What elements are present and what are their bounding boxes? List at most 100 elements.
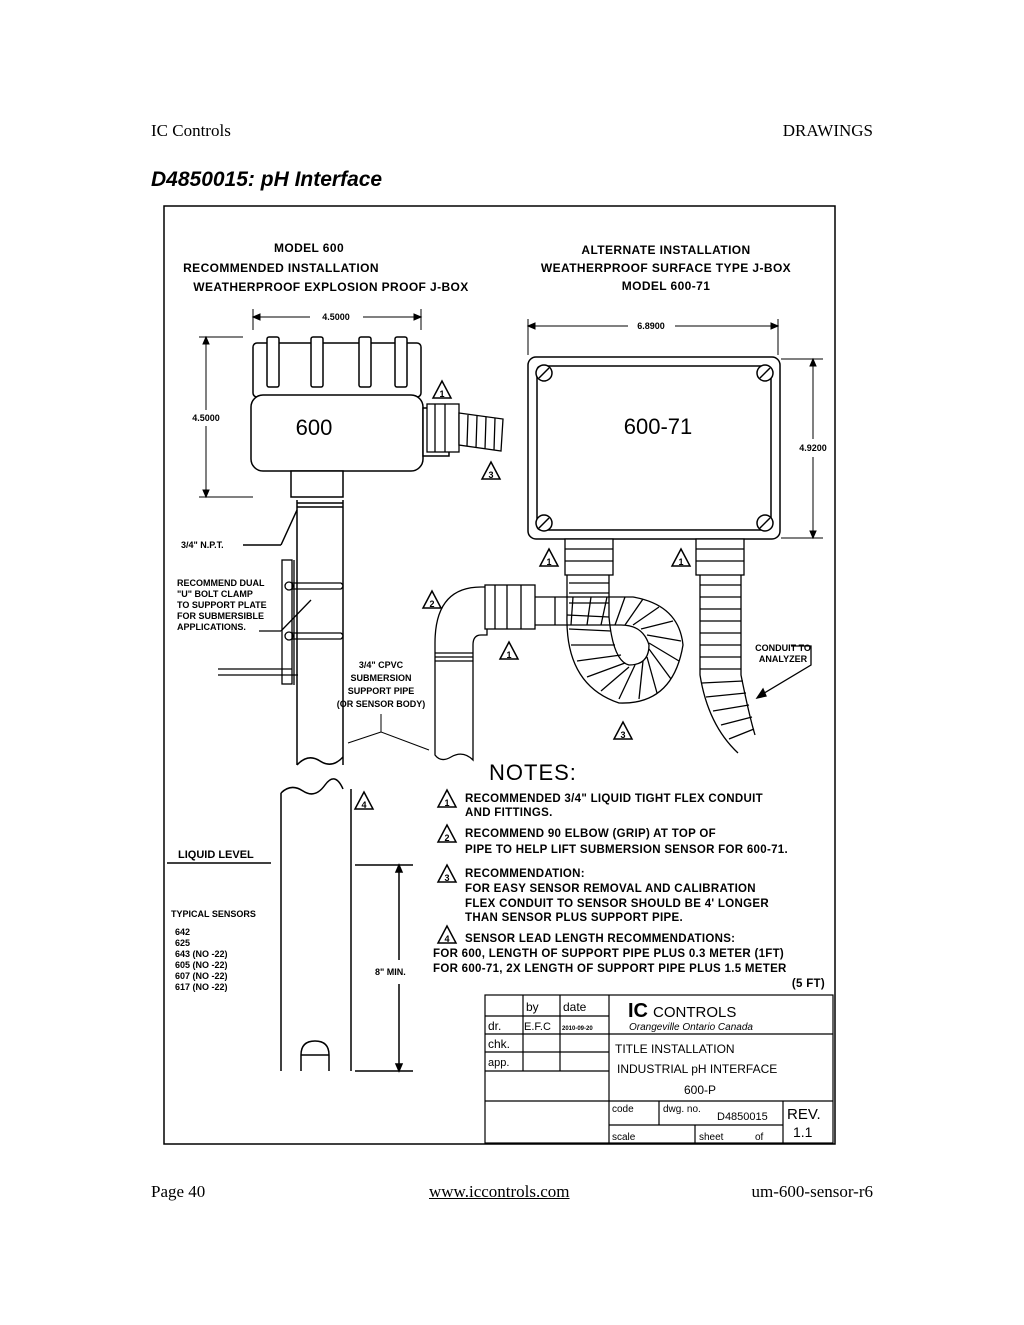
tb-dr-date: 2010-09-20	[562, 1026, 593, 1032]
dim-width-600-71: 6.8900	[637, 321, 665, 331]
note-4-line-4: (5 FT)	[792, 978, 825, 990]
document-id: um-600-sensor-r6	[751, 1182, 873, 1201]
left-heading-3: WEATHERPROOF EXPLOSION PROOF J-BOX	[193, 280, 468, 294]
note-2-line-2: PIPE TO HELP LIFT SUBMERSION SENSOR FOR …	[465, 844, 788, 856]
note-4-marker: 4	[444, 934, 449, 944]
note-4-line-3: FOR 600-71, 2X LENGTH OF SUPPORT PIPE PL…	[433, 963, 787, 975]
marker-4-sensor: 4	[361, 800, 366, 810]
tb-chk-label: chk.	[488, 1037, 510, 1051]
tb-rev-value: 1.1	[793, 1124, 813, 1140]
tb-title-line-3: 600-P	[684, 1083, 716, 1097]
sensor-pipe-lower	[167, 778, 413, 1073]
box-label-600: 600	[296, 415, 333, 440]
pipe-note-2: SUBMERSION	[350, 673, 411, 683]
right-heading-3: MODEL 600-71	[622, 279, 711, 293]
marker-1-elbow: 1	[506, 650, 511, 660]
sensor-2: 625	[175, 938, 190, 948]
dimension-600	[199, 309, 423, 499]
marker-1-left: 1	[546, 557, 551, 567]
min-depth-label: 8" MIN.	[375, 967, 406, 977]
pipe-note-3: SUPPORT PIPE	[348, 686, 415, 696]
u-bolt-clamp	[218, 559, 344, 685]
right-heading-1: ALTERNATE INSTALLATION	[581, 243, 750, 257]
typical-sensors-title: TYPICAL SENSORS	[171, 909, 256, 919]
jbox-600	[250, 336, 450, 498]
right-heading-2: WEATHERPROOF SURFACE TYPE J-BOX	[541, 261, 791, 275]
sensor-4: 605 (NO -22)	[175, 960, 228, 970]
marker-3-coil: 3	[620, 730, 625, 740]
elbow-fitting	[434, 584, 536, 762]
sensor-5: 607 (NO -22)	[175, 971, 228, 981]
marker-3-600: 3	[488, 470, 493, 480]
drawing-border	[163, 205, 836, 1145]
note-3-marker: 3	[444, 873, 449, 883]
note-4-line-2: FOR 600, LENGTH OF SUPPORT PIPE PLUS 0.3…	[433, 948, 784, 960]
pipe-note-1: 3/4" CPVC	[359, 660, 404, 670]
clamp-note-2: "U" BOLT CLAMP	[177, 589, 253, 599]
note-2-line-1: RECOMMEND 90 ELBOW (GRIP) AT TOP OF	[465, 828, 716, 840]
note-3-line-3: FLEX CONDUIT TO SENSOR SHOULD BE 4' LONG…	[465, 898, 769, 910]
note-1-line-2: AND FITTINGS.	[465, 807, 553, 819]
clamp-note-4: FOR SUBMERSIBLE	[177, 611, 264, 621]
sensor-1: 642	[175, 927, 190, 937]
note-1-marker: 1	[444, 798, 449, 808]
website-link[interactable]: www.iccontrols.com	[429, 1182, 570, 1201]
liquid-level-label: LIQUID LEVEL	[178, 849, 254, 861]
left-heading-1: MODEL 600	[274, 241, 344, 255]
tb-by-header: by	[526, 1000, 539, 1014]
tb-title-line-1: TITLE INSTALLATION	[615, 1042, 735, 1056]
coiled-conduit	[535, 575, 684, 704]
title-block	[484, 994, 834, 1144]
marker-1-600: 1	[439, 389, 444, 399]
note-4-line-1: SENSOR LEAD LENGTH RECOMMENDATIONS:	[465, 933, 735, 945]
company-location: Orangeville Ontario Canada	[629, 1022, 753, 1033]
dimension-600-71	[526, 319, 823, 540]
dim-width-600: 4.5000	[322, 312, 350, 322]
tb-dr-label: dr.	[488, 1019, 501, 1033]
note-3-line-4: THAN SENSOR PLUS SUPPORT PIPE.	[465, 912, 683, 924]
tb-sheet-label: sheet	[699, 1132, 724, 1143]
note-3-line-1: RECOMMENDATION:	[465, 868, 585, 880]
marker-1-right: 1	[678, 557, 683, 567]
fittings-600-71	[564, 538, 745, 576]
tb-dr-by: E.F.C	[524, 1021, 551, 1033]
npt-label: 3/4" N.P.T.	[181, 540, 224, 550]
marker-2-elbow: 2	[429, 599, 434, 609]
sensor-3: 643 (NO -22)	[175, 949, 228, 959]
note-1-line-1: RECOMMENDED 3/4" LIQUID TIGHT FLEX CONDU…	[465, 793, 763, 805]
dim-height-600: 4.5000	[192, 413, 220, 423]
tb-dwg-no: D4850015	[717, 1111, 768, 1123]
tb-dwg-no-label: dwg. no.	[663, 1104, 701, 1115]
conduit-600	[426, 403, 504, 453]
header-section: DRAWINGS	[782, 121, 873, 140]
tb-rev-label: REV.	[787, 1106, 821, 1123]
pipe-note-arrows	[347, 714, 430, 751]
notes-title: NOTES:	[489, 760, 577, 785]
sensor-6: 617 (NO -22)	[175, 982, 228, 992]
jbox-600-71	[527, 356, 781, 540]
tb-title-line-2: INDUSTRIAL pH INTERFACE	[617, 1062, 777, 1076]
box-label-600-71: 600-71	[624, 414, 693, 439]
pipe-note-4: (OR SENSOR BODY)	[337, 699, 426, 709]
tb-scale-label: scale	[612, 1132, 636, 1143]
company-name: CONTROLS	[653, 1004, 736, 1021]
clamp-note-3: TO SUPPORT PLATE	[177, 600, 267, 610]
clamp-note-5: APPLICATIONS.	[177, 622, 246, 632]
header-company: IC Controls	[151, 121, 231, 140]
page-number: Page 40	[151, 1182, 206, 1201]
dim-height-600-71: 4.9200	[799, 443, 827, 453]
note-2-marker: 2	[444, 833, 449, 843]
company-logo: IC	[628, 1000, 648, 1022]
tb-app-label: app.	[488, 1057, 509, 1069]
left-heading-2: RECOMMENDED INSTALLATION	[183, 261, 379, 275]
conduit-to-analyzer	[699, 575, 812, 754]
conduit-note-1: CONDUIT TO	[755, 643, 811, 653]
tb-date-header: date	[563, 1000, 587, 1014]
page-title: D4850015: pH Interface	[151, 168, 383, 191]
tb-of-label: of	[755, 1132, 764, 1143]
installation-drawing: MODEL 600 RECOMMENDED INSTALLATION WEATH…	[163, 205, 836, 1145]
clamp-note-1: RECOMMEND DUAL	[177, 578, 265, 588]
tb-code-label: code	[612, 1104, 634, 1115]
note-3-line-2: FOR EASY SENSOR REMOVAL AND CALIBRATION	[465, 883, 756, 895]
conduit-note-2: ANALYZER	[759, 654, 808, 664]
